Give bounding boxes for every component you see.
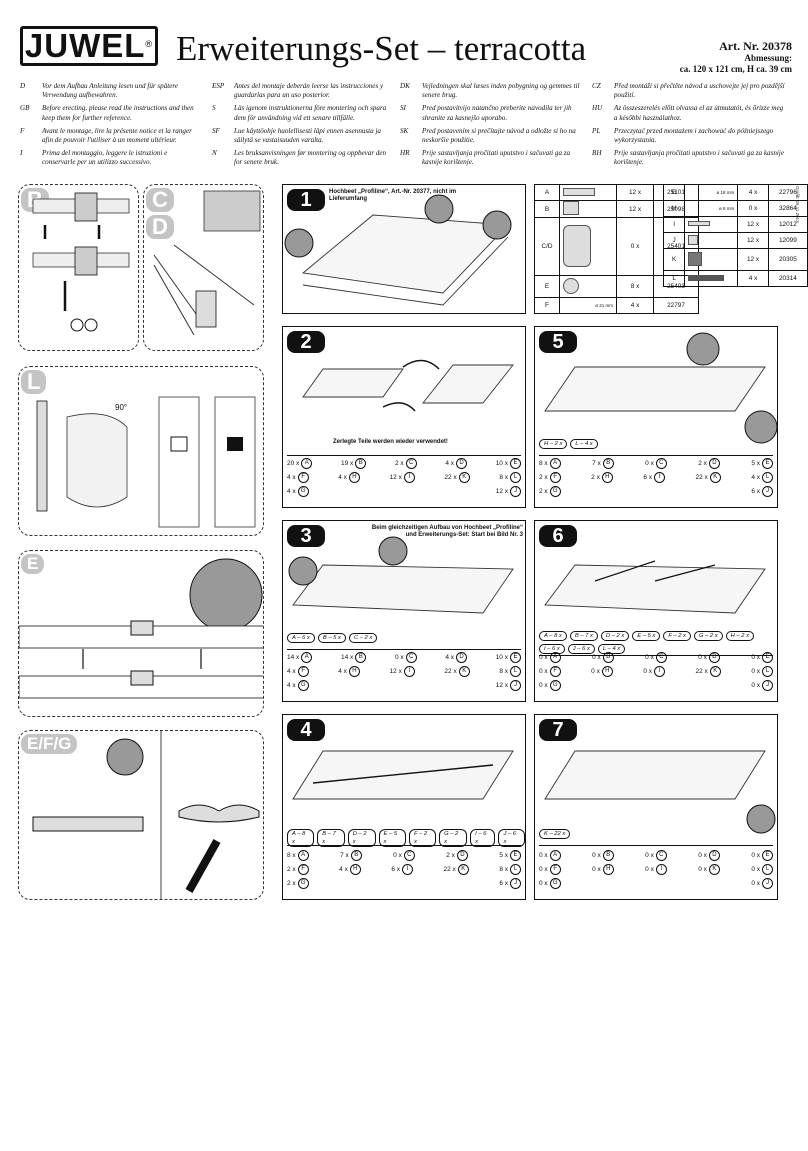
assembly-drawing: [544, 560, 766, 614]
bracket-cd-illustration: [153, 190, 261, 336]
clamp-icon: [563, 277, 579, 294]
assembly-drawing: [544, 750, 776, 834]
divider: [287, 649, 521, 650]
article-info: Art. Nr. 20378 Abmessung: ca. 120 x 121 …: [680, 40, 792, 75]
step-caption: Hochbeet „Profiline“, Art.-Nr. 20377, ni…: [329, 189, 457, 202]
step-number: 5: [539, 331, 577, 353]
step-number: 7: [539, 719, 577, 741]
clip-set-icon: [563, 224, 591, 267]
rail-icon: [563, 187, 595, 196]
step-number: 2: [287, 331, 325, 353]
step-number: 6: [539, 525, 577, 547]
step-1: 1 Hochbeet „Profiline“, Art.-Nr. 20377, …: [282, 184, 526, 314]
rod-icon: [688, 274, 725, 281]
detail-panel-efg: E/F/G: [18, 730, 264, 900]
raised-bed-drawing: [284, 194, 512, 306]
detail-panel-l: L 90°: [18, 366, 264, 536]
step-caption: Zerlegte Teile werden wieder verwendet!: [333, 439, 448, 445]
detail-panel-cd: C D: [143, 184, 264, 351]
divider: [539, 455, 773, 456]
divider: [287, 455, 521, 456]
nut-icon: [688, 234, 699, 245]
step-number: 3: [287, 525, 325, 547]
assembly-drawing: [544, 332, 778, 444]
bracket-b-illustration: [32, 192, 130, 332]
step-number: 1: [287, 189, 325, 211]
article-number: Art. Nr. 20378: [719, 39, 792, 53]
angle-label: 90°: [115, 403, 128, 412]
dimensions-value: ca. 120 x 121 cm, H ca. 39 cm: [679, 64, 792, 74]
assembly-drawing: [288, 536, 514, 614]
rod-l-illustration: [36, 396, 256, 528]
badge-l: L: [21, 370, 47, 394]
dimensions-label: Abmessung:: [744, 53, 792, 63]
badge-d: D: [146, 215, 174, 239]
detail-panel-b: B: [18, 184, 139, 351]
tube-efg-illustration: [32, 731, 260, 899]
step-number: 4: [287, 719, 325, 741]
chip-row: K – 22 x: [539, 829, 571, 839]
step-2: 2 Zerlegte Teile werden wieder verwendet…: [282, 326, 526, 508]
disassembly-drawing: [302, 359, 514, 412]
juwel-logo: JUWEL®: [20, 26, 158, 66]
connector-icon: [563, 201, 579, 215]
bolt-icon: [688, 221, 711, 226]
divider: [287, 845, 521, 846]
badge-e: E: [21, 554, 45, 574]
badge-c: C: [146, 188, 174, 212]
side-note: Grafik: 26.11.2013: [795, 186, 800, 223]
cap-icon: [688, 251, 703, 266]
step-caption: Beim gleichzeitigen Aufbau von Hochbeet …: [371, 525, 523, 538]
connector-e-illustration: [19, 558, 263, 699]
detail-panel-e: E: [18, 550, 264, 717]
badge-efg: E/F/G: [21, 734, 78, 754]
step-3: 3 Beim gleichzeitigen Aufbau von Hochbee…: [282, 520, 526, 702]
assembly-drawing: [292, 750, 514, 800]
page-title: Erweiterungs-Set – terracotta: [176, 29, 587, 68]
divider: [539, 845, 773, 846]
